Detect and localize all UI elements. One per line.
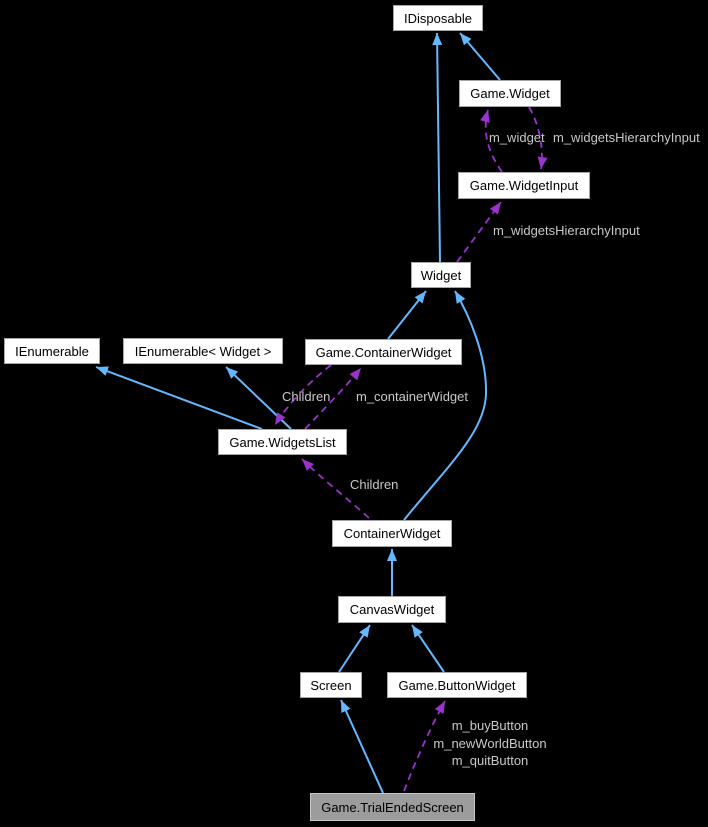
edge-inherit-widget-to-idisposable xyxy=(432,32,443,263)
edge-inherit-containerwidget-to-widget xyxy=(403,290,488,521)
node-game-widget[interactable]: Game.Widget xyxy=(459,80,561,107)
node-screen[interactable]: Screen xyxy=(300,672,362,698)
edge-inherit-gamebuttonwidget-to-canvaswidget xyxy=(411,624,445,673)
edge-usage-gamecontainerwidget-to-widgetslist-children xyxy=(274,364,332,426)
edge-label-trial-buttons: m_buyButton m_newWorldButton m_quitButto… xyxy=(424,717,556,770)
node-idisposable[interactable]: IDisposable xyxy=(393,5,483,31)
node-ienumerable[interactable]: IEnumerable xyxy=(4,338,100,364)
edge-inherit-gamewidget-to-idisposable xyxy=(459,32,501,81)
edge-label-m-container-widget: m_containerWidget xyxy=(356,389,468,404)
edge-inherit-screen-to-canvaswidget xyxy=(338,624,371,673)
node-game-trialendedscreen: Game.TrialEndedScreen xyxy=(310,793,475,821)
edge-inherit-gamecontainerwidget-to-widget xyxy=(387,290,427,340)
edge-usage-widgetslist-to-gamecontainerwidget-m-containerwidget xyxy=(304,367,362,430)
edge-label-children-upper: Children xyxy=(282,389,331,404)
node-game-buttonwidget[interactable]: Game.ButtonWidget xyxy=(387,672,527,698)
edge-usage-widget-to-widgetinput-hierarchyinput xyxy=(456,201,502,263)
node-game-containerwidget[interactable]: Game.ContainerWidget xyxy=(305,339,462,365)
edge-label-children-lower: Children xyxy=(350,477,399,492)
node-game-widgetinput[interactable]: Game.WidgetInput xyxy=(458,172,590,199)
edge-label-m-buy-button: m_buyButton xyxy=(451,718,529,733)
edge-label-m-widgets-hierarchy-input-lower: m_widgetsHierarchyInput xyxy=(493,223,640,238)
edge-label-m-quit-button: m_quitButton xyxy=(451,753,529,768)
edge-inherit-gamewidgetslist-to-ienumerable xyxy=(95,366,263,430)
node-game-widgetslist[interactable]: Game.WidgetsList xyxy=(218,429,347,455)
edge-label-m-widgets-hierarchy-input-upper: m_widgetsHierarchyInput xyxy=(553,130,700,145)
node-widget[interactable]: Widget xyxy=(411,262,471,288)
edge-usage-widgetinput-to-gamewidget-m-widget xyxy=(480,109,503,173)
edge-usage-gamewidget-to-widgetinput-hierarchyinput xyxy=(528,106,548,170)
node-containerwidget[interactable]: ContainerWidget xyxy=(332,520,452,547)
node-canvaswidget[interactable]: CanvasWidget xyxy=(338,596,446,623)
edge-label-m-widget: m_widget xyxy=(489,130,545,145)
edge-inherit-trialendedscreen-to-screen xyxy=(340,699,384,794)
node-ienumerable-widget[interactable]: IEnumerable< Widget > xyxy=(123,338,283,364)
edge-label-m-new-world-button: m_newWorldButton xyxy=(433,735,547,751)
edge-usage-trialendedscreen-to-buttonwidget-buttons xyxy=(403,700,446,792)
